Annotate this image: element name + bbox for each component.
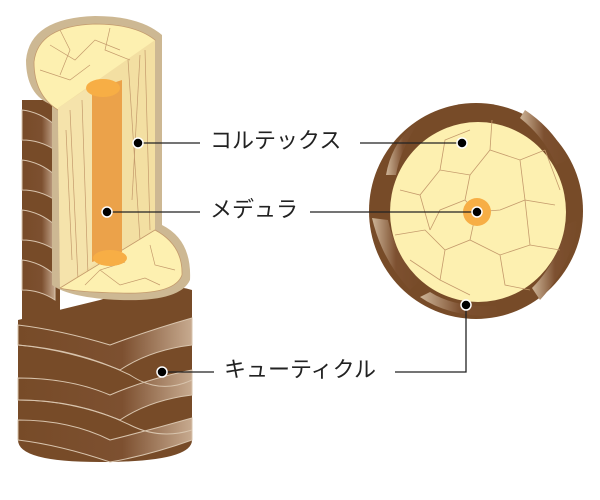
marker-dots bbox=[101, 137, 483, 378]
cuticle-marker-section bbox=[460, 299, 472, 311]
cuticle-ring-scales bbox=[372, 110, 578, 317]
label-cortex: コルテックス bbox=[210, 129, 342, 154]
hair-shaft-illustration bbox=[17, 16, 193, 463]
cuticle-marker bbox=[156, 366, 168, 378]
cortex-marker-section bbox=[456, 137, 468, 149]
leader-lines bbox=[107, 142, 477, 373]
label-medulla: メデュラ bbox=[210, 198, 299, 223]
label-cuticle: キューティクル bbox=[224, 358, 377, 383]
medulla-bar bbox=[92, 80, 122, 262]
medulla-marker-section bbox=[471, 206, 483, 218]
cortex-marker bbox=[132, 137, 144, 149]
medulla-marker bbox=[101, 206, 113, 218]
medulla-bottom bbox=[93, 250, 127, 266]
cuticle-body bbox=[18, 286, 192, 462]
cortex-fibers bbox=[39, 27, 151, 281]
medulla-top bbox=[86, 79, 120, 97]
cuticle-scales bbox=[17, 109, 193, 463]
cortex-front bbox=[58, 80, 100, 288]
